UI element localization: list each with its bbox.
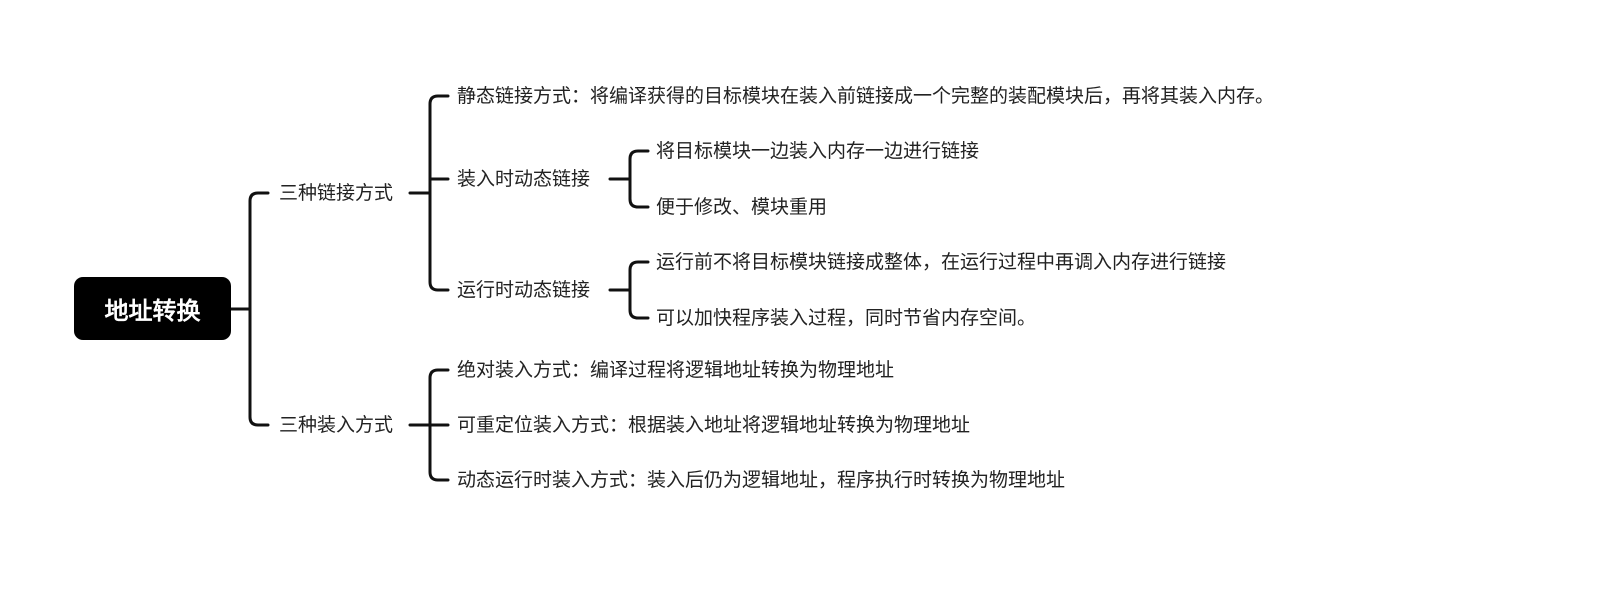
connector-load-time	[608, 149, 650, 209]
node-load-time-detail-2[interactable]: 便于修改、模块重用	[656, 196, 828, 218]
node-run-time-detail-1[interactable]: 运行前不将目标模块链接成整体，在运行过程中再调入内存进行链接	[656, 251, 1227, 273]
node-load-time-dynamic-link[interactable]: 装入时动态链接	[457, 168, 591, 190]
connector-load-methods	[408, 368, 450, 482]
node-run-time-dynamic-link[interactable]: 运行时动态链接	[457, 279, 591, 301]
node-static-link[interactable]: 静态链接方式：将编译获得的目标模块在装入前链接成一个完整的装配模块后，再将其装入…	[457, 85, 1275, 107]
node-load-time-detail-1[interactable]: 将目标模块一边装入内存一边进行链接	[656, 140, 980, 162]
node-load-methods[interactable]: 三种装入方式	[279, 414, 394, 436]
root-label: 地址转换	[104, 297, 201, 325]
node-dynamic-runtime-load[interactable]: 动态运行时装入方式：装入后仍为逻辑地址，程序执行时转换为物理地址	[457, 469, 1066, 491]
root-node[interactable]: 地址转换	[74, 277, 231, 340]
node-run-time-detail-2[interactable]: 可以加快程序装入过程，同时节省内存空间。	[656, 307, 1037, 329]
node-link-methods[interactable]: 三种链接方式	[279, 182, 394, 204]
connector-run-time	[608, 260, 650, 320]
node-relocatable-load[interactable]: 可重定位装入方式：根据装入地址将逻辑地址转换为物理地址	[457, 414, 971, 436]
connector-root	[229, 191, 270, 427]
connector-link-methods	[408, 94, 450, 292]
node-absolute-load[interactable]: 绝对装入方式：编译过程将逻辑地址转换为物理地址	[457, 359, 895, 381]
